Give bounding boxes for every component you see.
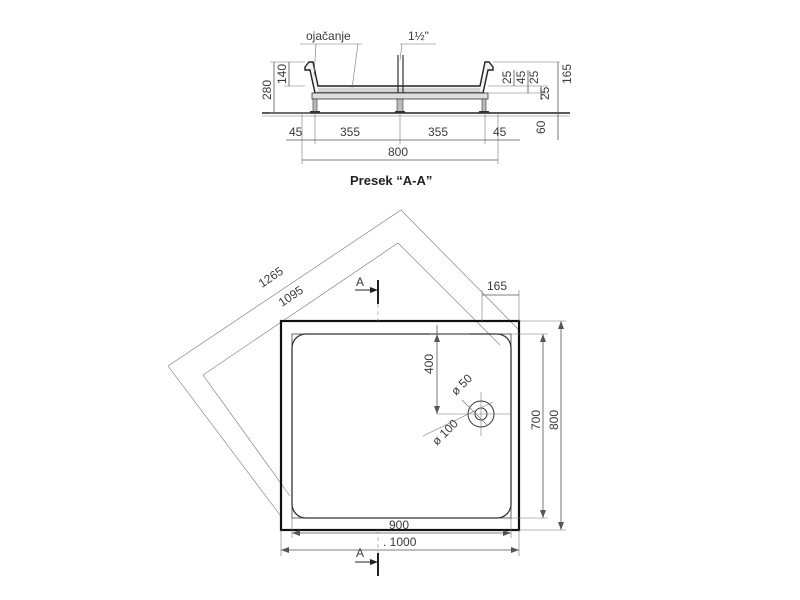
arrow-700-top (540, 334, 546, 342)
dia-50-leader (461, 399, 489, 427)
section-marker-top-label: A (356, 275, 364, 289)
section-title: Presek “A-A” (350, 173, 432, 188)
dim-400: 400 (422, 354, 436, 374)
section-marker-top-arrow (370, 287, 378, 293)
tray-section-profile (304, 61, 494, 94)
dim-1095: 1095 (276, 283, 306, 310)
arrow-900-right (503, 530, 511, 536)
leg-foot-right (479, 111, 489, 113)
tray-basin (291, 333, 512, 519)
plan-view: 1265 1095 400 ø 50 ø 100 165 (167, 209, 566, 576)
dim-1000: . 1000 (383, 535, 417, 549)
dim-355-left: 355 (340, 125, 360, 139)
dim-25-lower: 25 (538, 86, 552, 100)
arrow-800-bottom (558, 522, 564, 530)
arrow-900-left (292, 530, 300, 536)
dim-45-left: 45 (289, 125, 303, 139)
dim-25-upper: 25 (500, 70, 514, 84)
dim-dia-50: ø 50 (448, 371, 475, 398)
dim-1265: 1265 (256, 264, 286, 291)
leg-foot-left (310, 111, 320, 113)
diag-inner-upper (202, 242, 399, 376)
dim-165: 165 (560, 64, 574, 84)
dim-60: 60 (534, 120, 548, 134)
leg-center (396, 98, 404, 114)
reinforcement-leader-2 (351, 43, 359, 89)
leg-right (481, 98, 487, 114)
arrow-400-top (434, 334, 440, 342)
arrow-1000-left (281, 547, 289, 553)
dim-25-mid: 25 (527, 70, 541, 84)
dim-dia-100: ø 100 (429, 416, 461, 448)
tray-outline-outer (279, 319, 521, 532)
dim-700: 700 (529, 410, 543, 430)
section-marker-bottom: A (355, 546, 379, 576)
leg-left (312, 98, 318, 114)
dim-165-plan: 165 (487, 279, 507, 293)
diag-outer-upper (167, 209, 402, 367)
drain-size-leader (399, 43, 403, 61)
diag-inner-lower (202, 374, 291, 497)
diag-outer-lower (167, 365, 281, 516)
dia-100-leader (422, 401, 494, 437)
section-marker-top: A (355, 275, 379, 304)
dim-355-right: 355 (428, 125, 448, 139)
dim-140: 140 (275, 64, 289, 84)
arrow-1000-right (511, 547, 519, 553)
arrow-800-top (558, 321, 564, 329)
support-frame (311, 92, 489, 100)
leg-foot-center (395, 111, 405, 113)
dim-280: 280 (260, 80, 274, 100)
section-view: ojačanje 1½" 280 140 25 45 25 25 165 60 (260, 29, 574, 188)
dim-800-total: 800 (388, 145, 408, 159)
arrow-400-bottom (434, 406, 440, 414)
diag-outer-right (400, 209, 520, 331)
reinforcement-leader-1 (313, 43, 317, 77)
arrow-700-bottom (540, 510, 546, 518)
section-marker-bottom-label: A (356, 546, 364, 560)
dim-45-right: 45 (493, 125, 507, 139)
reinforcement-label: ojačanje (306, 29, 351, 43)
dim-45: 45 (514, 70, 528, 84)
diag-inner-right (397, 242, 501, 346)
section-marker-bottom-arrow (370, 559, 378, 565)
drain-size-label: 1½" (408, 29, 429, 43)
dim-800-plan: 800 (547, 410, 561, 430)
dim-900: 900 (389, 518, 409, 532)
